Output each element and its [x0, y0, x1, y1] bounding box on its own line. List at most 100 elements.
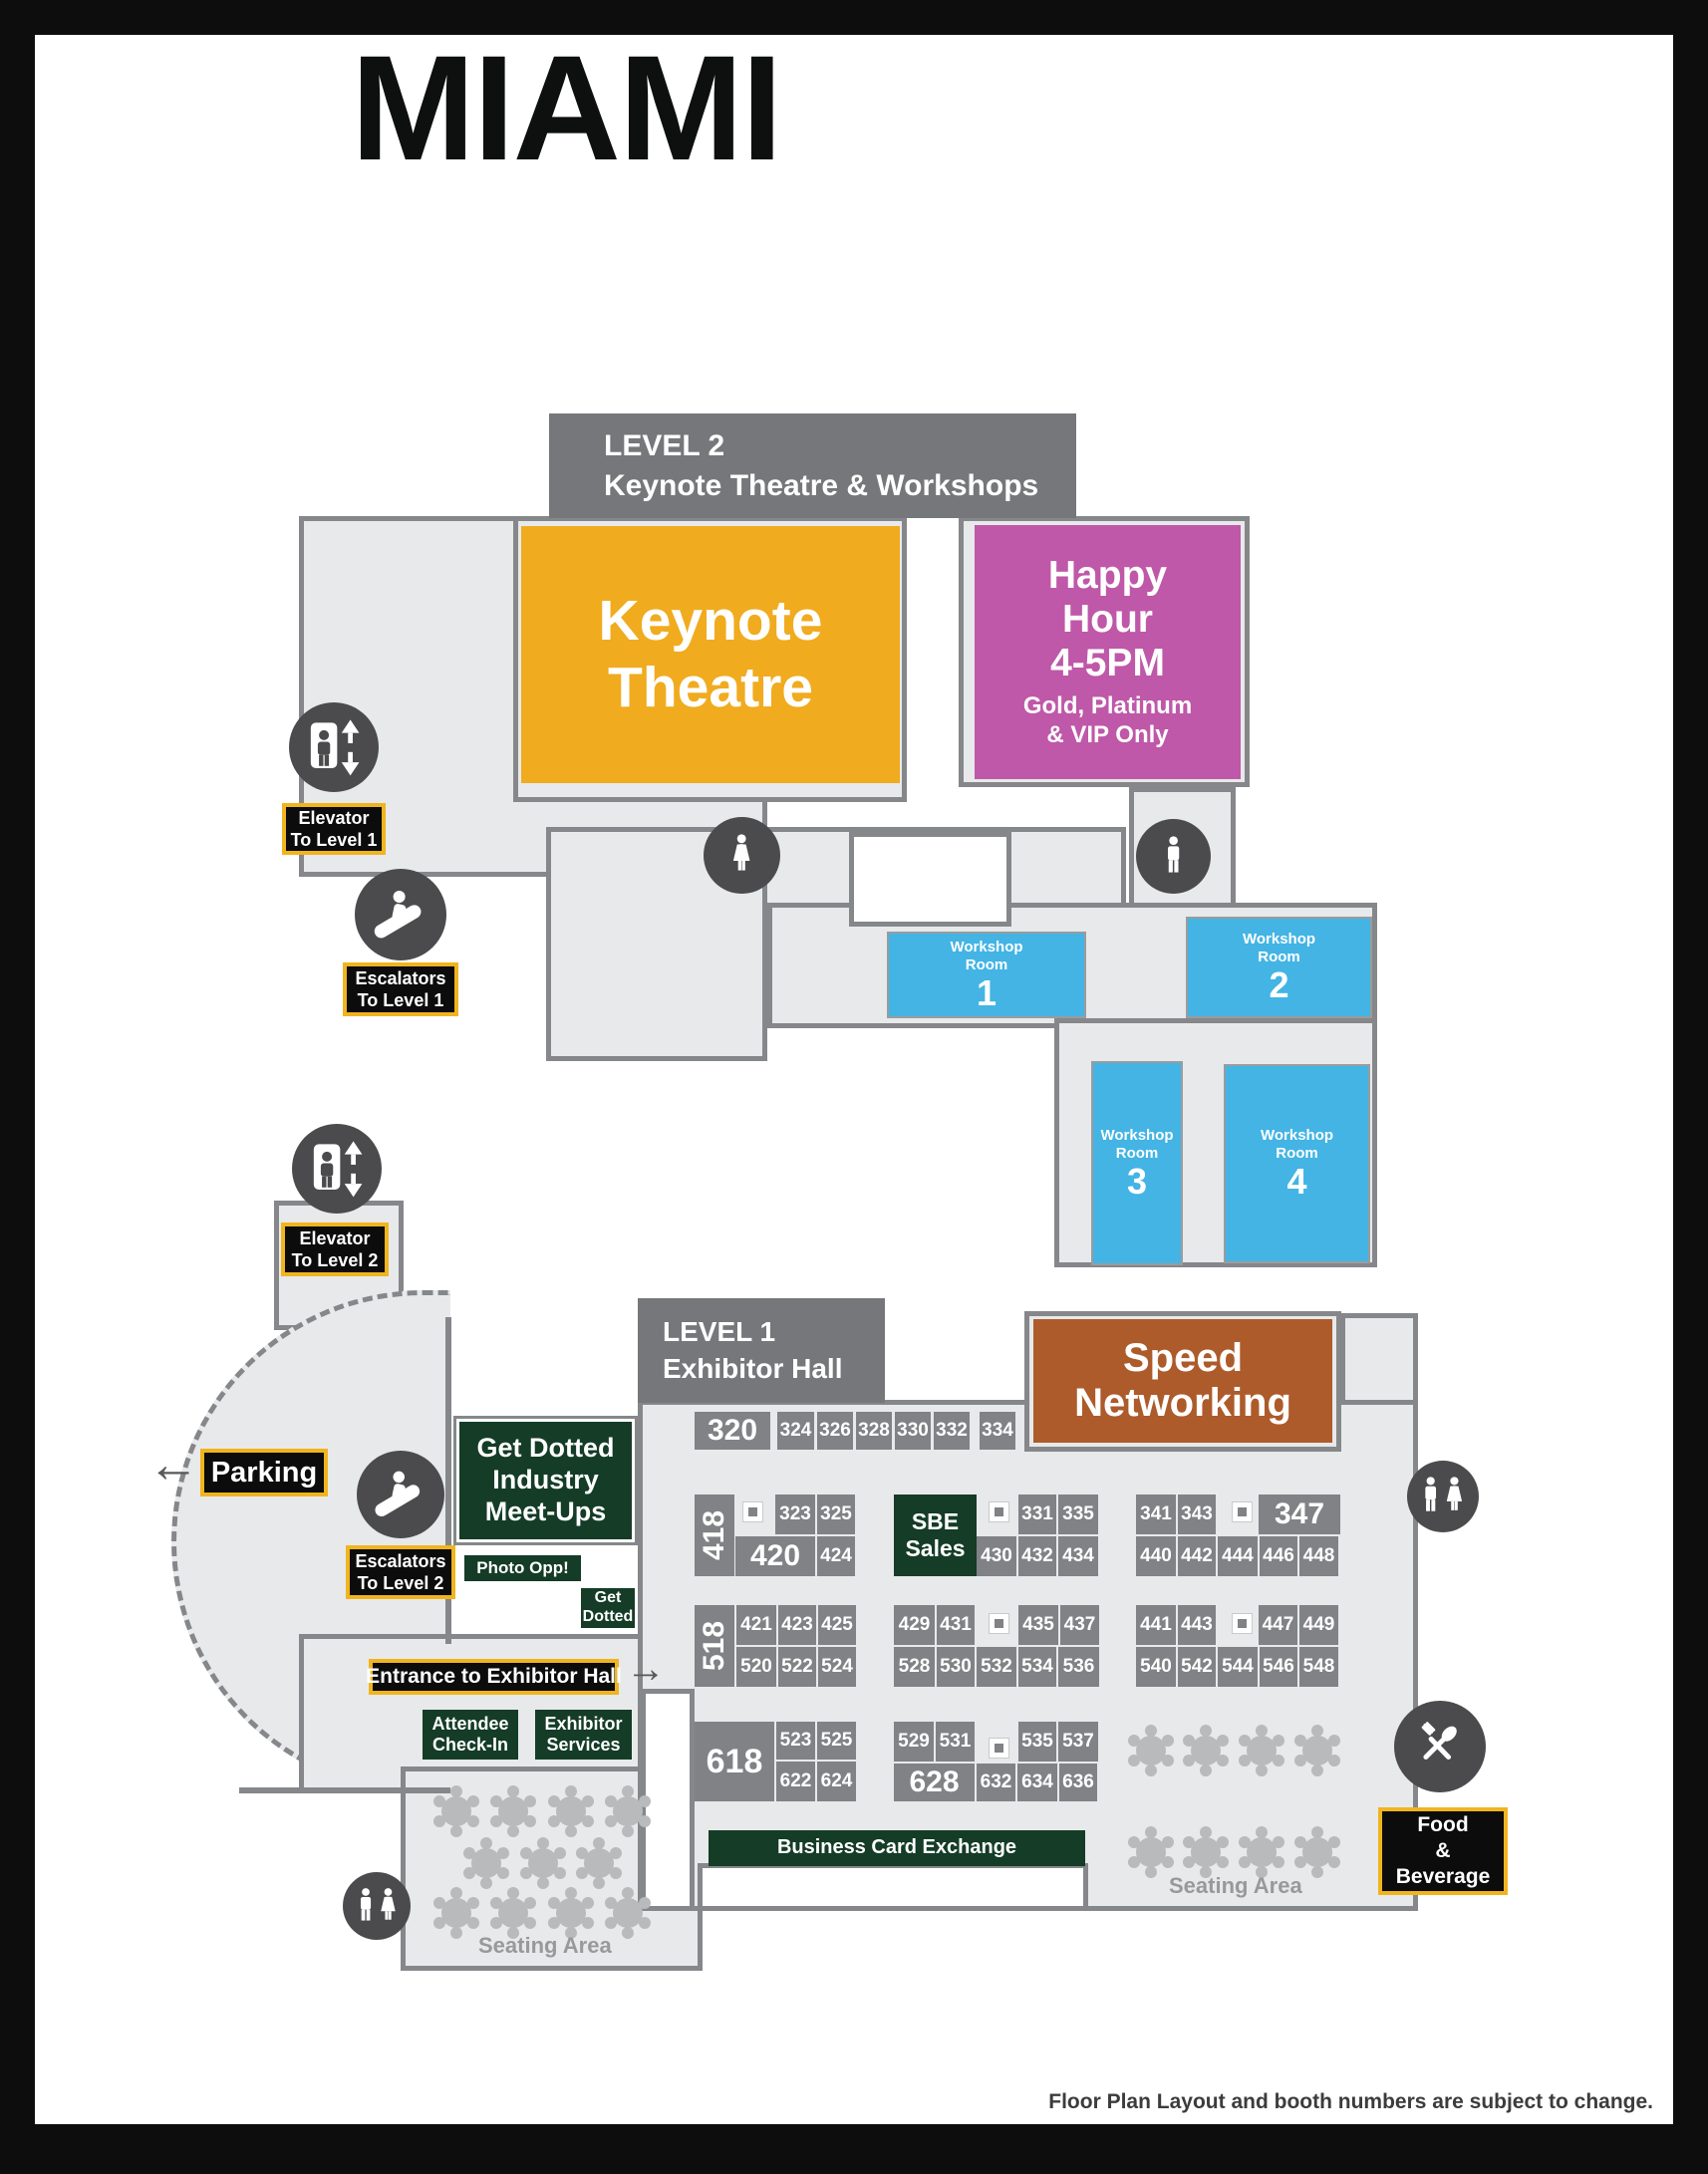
- booth-331: 331: [1018, 1495, 1056, 1534]
- booth-546: 546: [1260, 1647, 1297, 1687]
- booth-449: 449: [1299, 1605, 1338, 1645]
- seating-table: [584, 1848, 614, 1878]
- seating-table: [613, 1796, 643, 1826]
- booth-634: 634: [1017, 1764, 1057, 1801]
- booth-326: 326: [817, 1412, 853, 1450]
- booth-421: 421: [736, 1605, 776, 1645]
- booth-434: 434: [1058, 1536, 1098, 1576]
- happy-hour-line2: Hour: [1062, 597, 1153, 641]
- booth-432: 432: [1018, 1536, 1056, 1576]
- speed-networking-line2: Networking: [1074, 1381, 1291, 1425]
- booth-524: 524: [818, 1647, 856, 1687]
- booth-522: 522: [778, 1647, 816, 1687]
- elevator-icon: [292, 1124, 382, 1214]
- booth-431: 431: [937, 1605, 975, 1645]
- booth-330: 330: [895, 1412, 931, 1450]
- wall-segment: [239, 1787, 450, 1793]
- pillar-column: [743, 1502, 762, 1521]
- booth-424: 424: [817, 1536, 855, 1576]
- seating-table: [1302, 1837, 1332, 1867]
- seating-table: [528, 1848, 558, 1878]
- level-1-header-line1: LEVEL 1: [663, 1315, 776, 1347]
- booth-535: 535: [1018, 1722, 1056, 1762]
- seating-table: [1191, 1736, 1221, 1766]
- booth-624: 624: [817, 1762, 856, 1801]
- pillar-column: [990, 1739, 1008, 1758]
- booth-525: 525: [817, 1722, 856, 1760]
- pillar-column: [1233, 1614, 1252, 1633]
- booth-423: 423: [778, 1605, 816, 1645]
- booth-523: 523: [776, 1722, 815, 1760]
- restrooms-icon: [343, 1872, 411, 1940]
- seating-table: [498, 1898, 528, 1928]
- booth-323: 323: [775, 1495, 815, 1534]
- booth-440: 440: [1136, 1536, 1176, 1576]
- booth-418: 418: [695, 1495, 734, 1576]
- womens-restroom-icon: [704, 817, 780, 894]
- seating-table: [1136, 1736, 1166, 1766]
- pillar-column: [990, 1614, 1008, 1633]
- speed-networking-room: Speed Networking: [1033, 1319, 1332, 1443]
- elevator-icon: [289, 702, 379, 792]
- booth-529: 529: [894, 1722, 934, 1762]
- booth-628: 628: [894, 1764, 975, 1801]
- seating-table: [441, 1898, 471, 1928]
- booth-420: 420: [735, 1536, 815, 1576]
- workshop-number: 1: [976, 971, 997, 1013]
- keynote-theatre-room: Keynote Theatre: [521, 526, 900, 783]
- business-card-exchange: Business Card Exchange: [709, 1830, 1085, 1866]
- workshop-number: 4: [1286, 1161, 1307, 1203]
- seating-area-label: Seating Area: [1169, 1873, 1302, 1898]
- booth-540: 540: [1136, 1647, 1176, 1687]
- booth-518: 518: [695, 1605, 734, 1687]
- seating-table: [498, 1796, 528, 1826]
- booth-632: 632: [977, 1764, 1015, 1801]
- entrance-arrow: →: [626, 1647, 666, 1691]
- booth-534: 534: [1018, 1647, 1056, 1687]
- pillar-column: [990, 1502, 1008, 1521]
- booth-447: 447: [1259, 1605, 1297, 1645]
- seating-table: [1247, 1837, 1277, 1867]
- disclaimer-text: Floor Plan Layout and booth numbers are …: [1048, 2090, 1653, 2113]
- booth-542: 542: [1178, 1647, 1216, 1687]
- booth-430: 430: [977, 1536, 1016, 1576]
- food-and-beverage-label: Food&Beverage: [1378, 1807, 1508, 1895]
- seating-area-label: Seating Area: [478, 1933, 612, 1958]
- keynote-line1: Keynote: [598, 588, 823, 653]
- level-2-header: LEVEL 2 Keynote Theatre & Workshops: [549, 413, 1076, 518]
- booth-544: 544: [1218, 1647, 1258, 1687]
- seating-table: [556, 1898, 586, 1928]
- parking-label: Parking: [200, 1449, 328, 1496]
- happy-hour-line1: Happy: [1047, 554, 1168, 598]
- wall-segment: [445, 1317, 451, 1644]
- workshop-number: 2: [1269, 964, 1289, 1006]
- level1-hall-cutout-left: [641, 1689, 695, 1911]
- seating-table: [613, 1898, 643, 1928]
- booth-536: 536: [1058, 1647, 1099, 1687]
- booth-528: 528: [894, 1647, 935, 1687]
- booth-343: 343: [1178, 1495, 1216, 1534]
- escalator-icon: [355, 869, 446, 960]
- level-1-header-line2: Exhibitor Hall: [663, 1352, 843, 1384]
- booth-328: 328: [856, 1412, 892, 1450]
- booth-622: 622: [776, 1762, 815, 1801]
- booth-325: 325: [817, 1495, 855, 1534]
- seating-table: [1302, 1736, 1332, 1766]
- booth-334: 334: [980, 1412, 1015, 1450]
- booth-520: 520: [736, 1647, 776, 1687]
- seating-table: [556, 1796, 586, 1826]
- level2-corridor-drop: [546, 827, 767, 1061]
- seating-table: [1191, 1837, 1221, 1867]
